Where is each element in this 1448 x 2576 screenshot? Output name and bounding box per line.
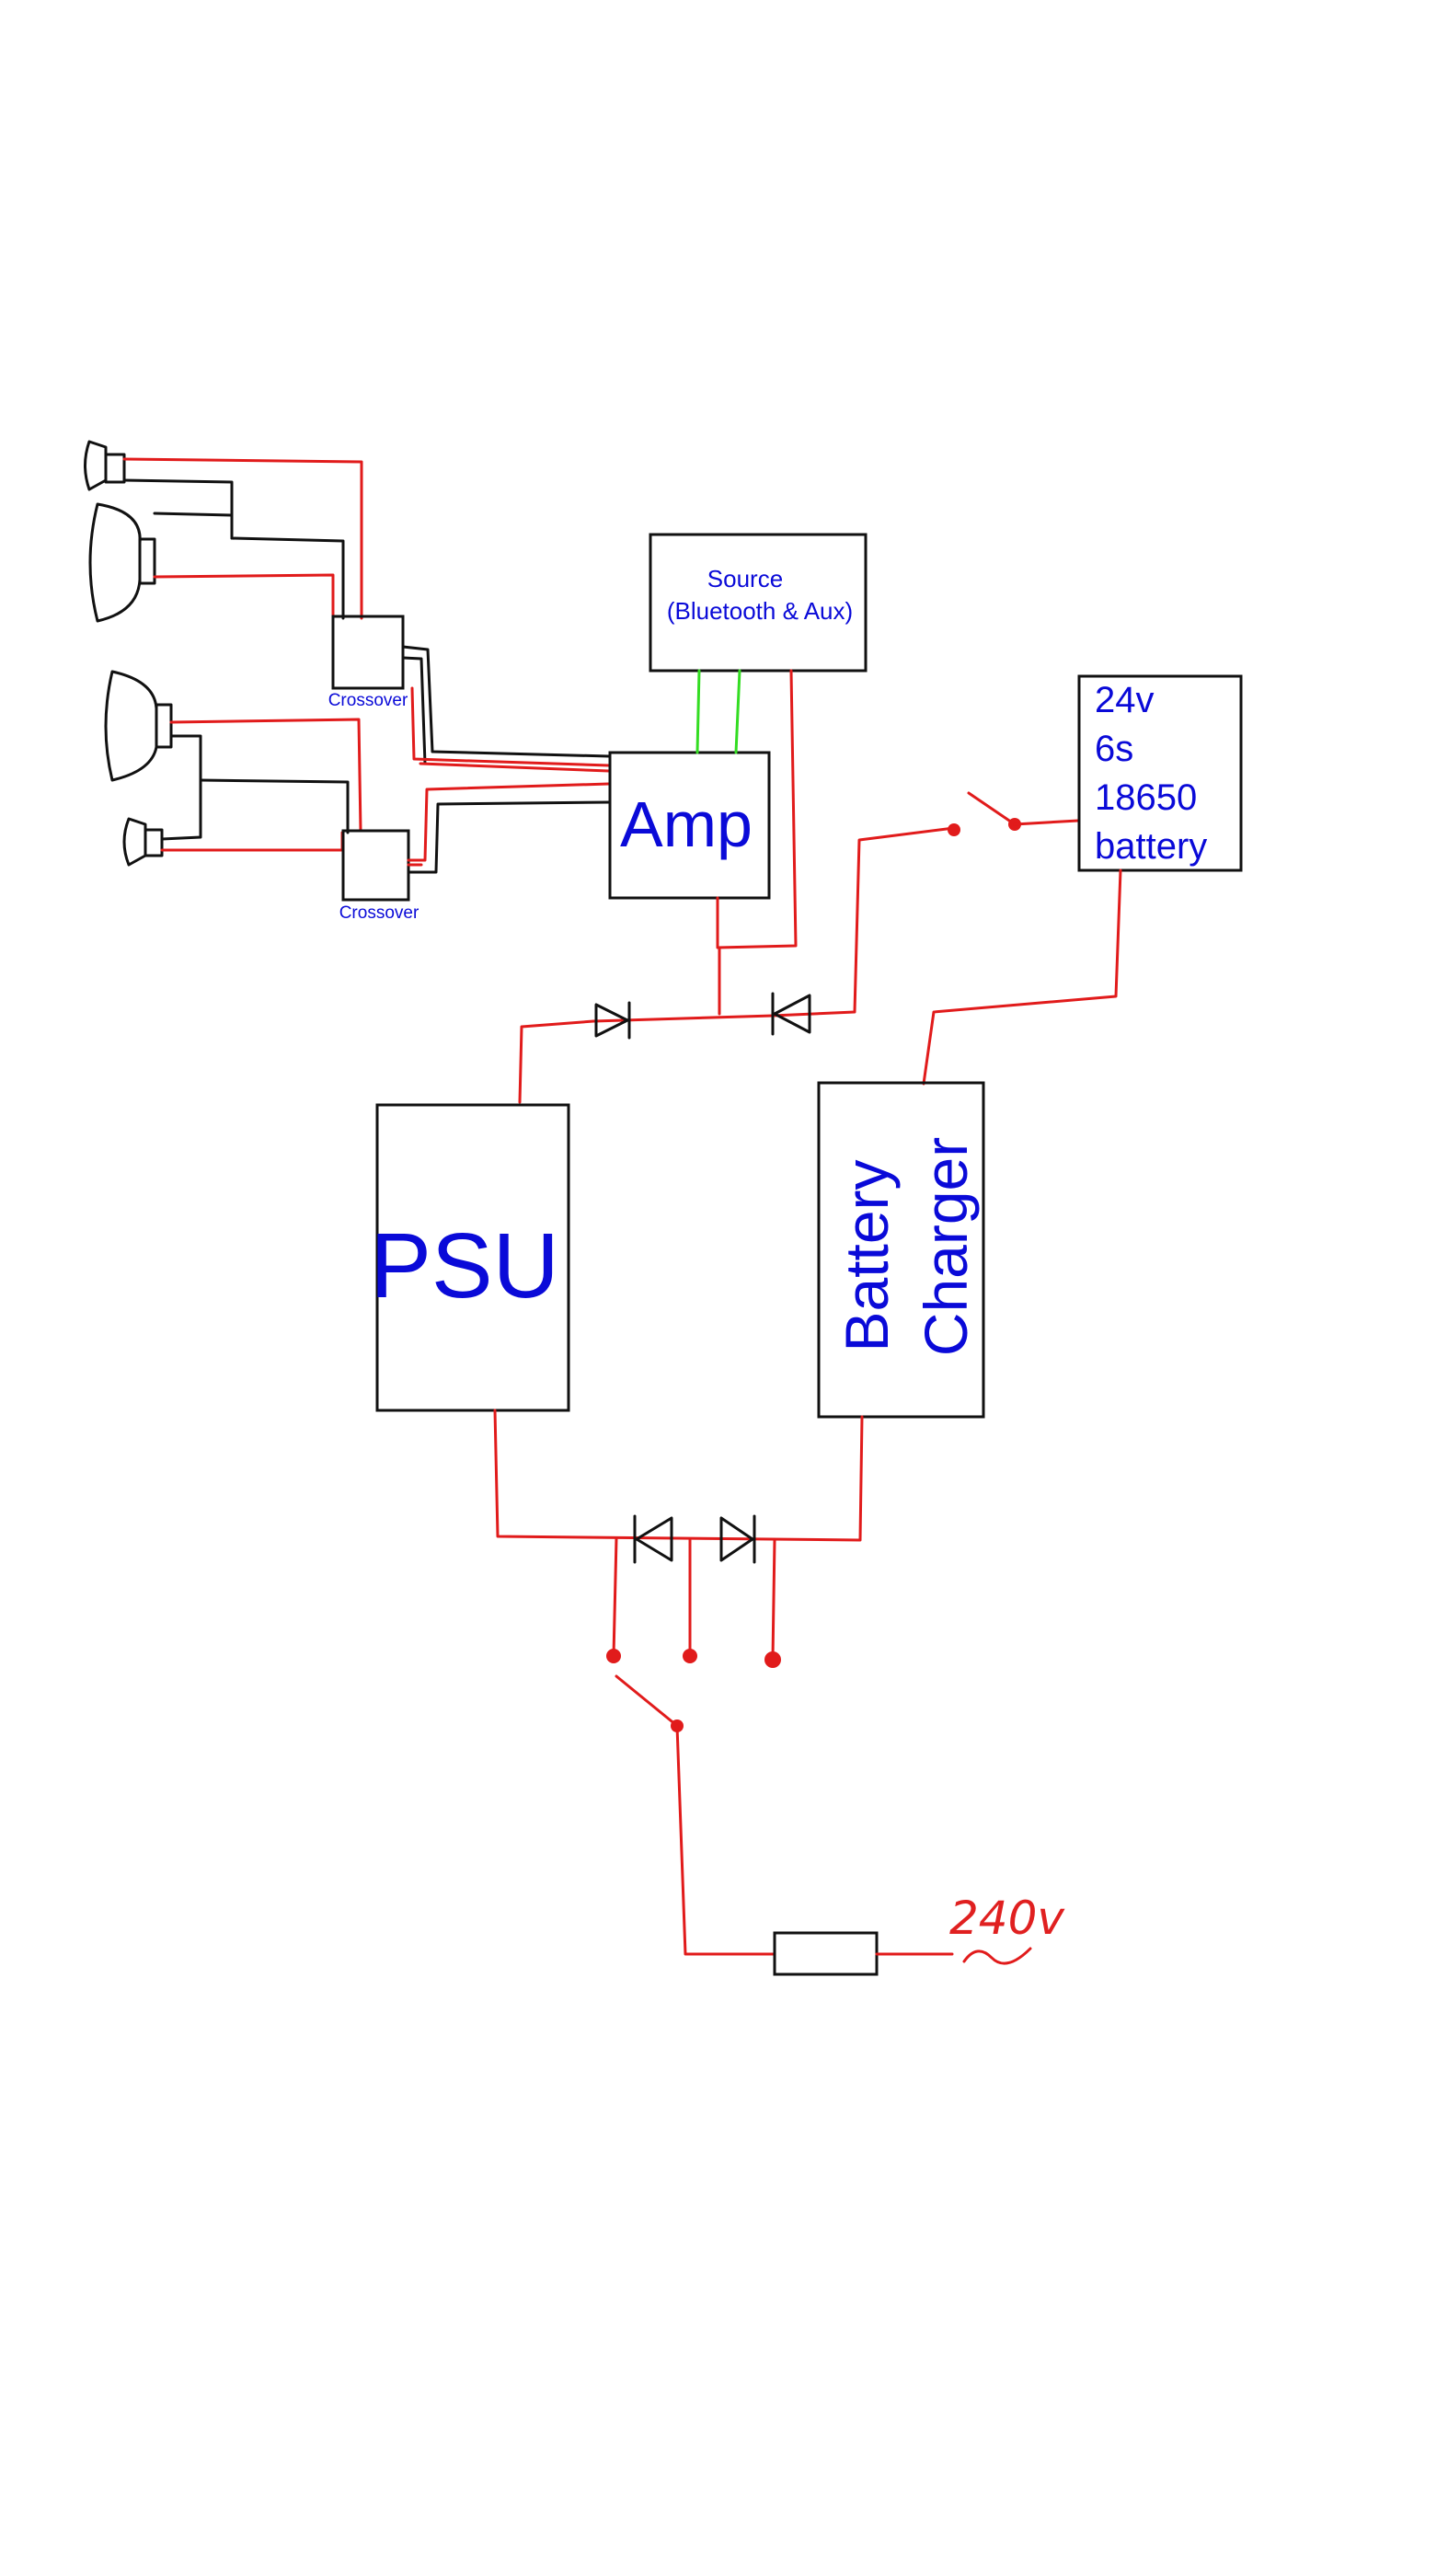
crossover-label-top: Crossover xyxy=(328,691,408,710)
diode-icon xyxy=(719,1514,756,1564)
charger-box xyxy=(817,1081,985,1419)
charger-label-line2: Charger xyxy=(912,1137,980,1356)
source-box xyxy=(649,533,868,673)
battery-label-line3: 18650 xyxy=(1095,777,1197,818)
diode-icon xyxy=(771,992,811,1036)
psu-label: PSU xyxy=(370,1214,559,1317)
fuse-icon xyxy=(773,1931,879,1976)
battery-label-line4: battery xyxy=(1095,826,1207,867)
crossover-box-bottom xyxy=(341,829,410,902)
battery-label-line1: 24v xyxy=(1095,680,1155,720)
speaker-icon xyxy=(84,440,126,491)
speaker-icon xyxy=(122,817,164,867)
switch-icon xyxy=(606,1536,781,1732)
amp-box xyxy=(608,751,771,900)
amp-label: Amp xyxy=(620,788,753,860)
switch-icon xyxy=(948,791,1080,836)
psu-box xyxy=(375,1103,570,1412)
speaker-icon xyxy=(88,502,156,623)
battery-label-line2: 6s xyxy=(1095,729,1133,769)
diode-icon xyxy=(633,1514,673,1564)
diode-icon xyxy=(594,1001,631,1040)
speaker-icon xyxy=(104,670,173,782)
battery-box xyxy=(1077,674,1243,872)
source-label-line1: Source xyxy=(707,565,783,592)
crossover-label-bottom: Crossover xyxy=(339,903,419,923)
crossover-box-top xyxy=(331,615,405,690)
charger-label-line1: Battery xyxy=(833,1159,901,1351)
source-label-line2: (Bluetooth & Aux) xyxy=(667,597,853,625)
mains-voltage-label: 240v xyxy=(949,1892,1065,1945)
ac-symbol-icon xyxy=(962,1947,1032,1965)
